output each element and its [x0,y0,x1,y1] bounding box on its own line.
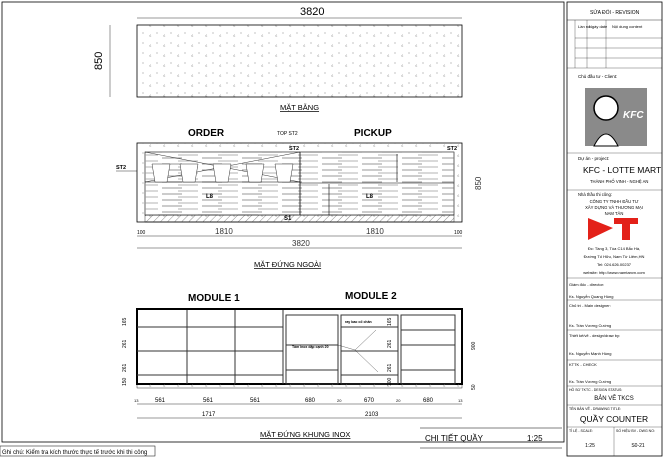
note-rail: ray bao cổ chân [345,320,372,324]
rev-col-content: Nội dung content [612,24,643,29]
revision-header: SỬA ĐỔI - REVISION [590,9,640,16]
dim-100-right: 100 [454,230,463,236]
dim-total: 3820 [292,239,310,248]
elevation-caption: MẶT ĐỨNG NGOÀI [254,260,321,269]
label-st2-top: ST2 [289,146,299,152]
designer-label: Chủ trì - Main designer: [569,303,611,308]
contractor-line-2: XÂY DỰNG VÀ THƯƠNG MẠI [585,205,643,210]
dwg-no-label: SỐ HIỆU BV - DWG NO: [616,428,655,433]
label-module-1: MODULE 1 [188,293,240,304]
dim-bottom-6: 670 [364,398,375,404]
dim-right-0: 165 [387,317,393,326]
drawn-name: Ks. Nguyễn Mạnh Hùng [569,351,611,356]
plan-view: 3820 850 MẶT BẰNG [93,6,463,112]
scale-label: TỈ LỆ - SCALE: [569,428,593,433]
plan-depth-dim: 850 [93,52,105,70]
dim-bottom-2: 561 [203,398,214,404]
front-elevation: ORDER TOP ST2 PICKUP ST2 ST2 ST2 L8 L8 S… [116,128,483,269]
sheet-scale: 1:25 [527,434,543,443]
director-label: Giám đốc - director: [569,282,604,287]
status-label: HỒ SƠ TKTC - DESIGN STATUS: [569,387,622,392]
dim-height: 850 [474,176,483,190]
plan-caption: MẶT BẰNG [280,103,319,112]
logo-text: KFC [623,110,644,121]
address-tel: Tel: 024.626.00237 [597,262,632,267]
label-top-st2: TOP ST2 [277,131,298,137]
dim-bottom-5: 20 [337,398,342,403]
drawn-label: Thiết kế/vẽ - design/draw by: [569,333,620,338]
note-plate: Tấm inox dập cạnh 20 [292,345,329,349]
contractor-line-1: CÔNG TY TNHH ĐẦU TƯ [590,199,639,204]
dim-frame-height: 900 [471,341,477,350]
contractor-logo [588,218,638,240]
label-order: ORDER [188,128,225,139]
dim-bottom-4: 680 [305,398,316,404]
dim-right-2: 261 [387,363,393,372]
label-module-2: MODULE 2 [345,291,397,302]
drawing-title: QUẦY COUNTER [580,414,648,424]
project-location: THÀNH PHỐ VINH - NGHỆ AN [590,179,648,184]
address-line-2: Đường Tố Hữu, Nam Từ Liêm,HN [584,254,645,259]
dim-bottom-9: 13 [458,398,463,403]
frame-elevation: MODULE 1 MODULE 2 ray bao cổ chân Tấm in… [122,291,477,439]
dim-right-1: 261 [387,339,393,348]
dim-bottom-0: 13 [134,398,139,403]
drawing-frame [1,1,565,443]
label-l8-right: L8 [366,194,374,200]
dim-1810-right: 1810 [366,227,384,236]
label-st2-right: ST2 [447,146,457,152]
label-pickup: PICKUP [354,128,392,139]
dim-frame-base: 50 [471,384,477,390]
dim-1810-left: 1810 [215,227,233,236]
project-label: Dự án - project: [578,156,609,161]
design-status: BẢN VẼ TKCS [594,395,634,402]
sheet-title: CHI TIẾT QUẦY [425,433,484,443]
dwg-no-value: S0-21 [631,443,645,449]
label-l8-left: L8 [206,194,214,200]
plan-width-dim: 3820 [300,6,324,18]
dim-module-2-total: 2103 [365,412,379,418]
dim-left-3: 150 [122,377,128,386]
dim-left-2: 261 [122,363,128,372]
dim-bottom-8: 680 [423,398,434,404]
dim-right-3: 100 [387,377,393,386]
label-st2-left: ST2 [116,165,126,171]
designer-name: Ks. Trần Vương Cường [569,323,611,328]
address-line-1: Đc: Tầng 3, Tòa C14 Bắc Hà, [588,246,640,251]
label-s1: S1 [284,216,292,222]
project-name: KFC - LOTTE MART [583,165,661,175]
footer-note: Ghi chú: Kiểm tra kích thước thực tế trư… [2,449,147,456]
check-name: Ks. Trần Vương Cường [569,379,611,384]
dim-bottom-7: 20 [396,398,401,403]
dim-left-1: 261 [122,339,128,348]
title-block: SỬA ĐỔI - REVISION Lần no. Ngày date Nội… [567,9,662,456]
drawing-title-label: TÊN BẢN VẼ - DRAWING TITLE: [569,406,621,411]
dim-100-left: 100 [137,230,146,236]
dim-bottom-3: 561 [250,398,261,404]
dim-module-1-total: 1717 [202,412,216,418]
check-label: KTTK - CHECK [569,362,597,367]
kfc-logo: KFC [585,88,647,147]
scale-value: 1:25 [585,443,595,449]
address-website: website: http://www.namtanvn.com [583,270,645,275]
director-name: Ks. Nguyễn Quang Hùng [569,294,613,299]
title-block-frame [566,1,663,457]
rev-col-date: Ngày date [589,24,608,29]
contractor-line-3: NAM TÂN [605,211,624,216]
dim-left-0: 165 [122,317,128,326]
frame-caption: MẶT ĐỨNG KHUNG INOX [260,430,350,439]
dim-bottom-1: 561 [155,398,166,404]
contractor-label: Nhà thầu thi công: [578,192,612,197]
rev-col-no: Lần no. [578,24,591,29]
client-label: Chủ đầu tư - Client: [578,73,617,79]
